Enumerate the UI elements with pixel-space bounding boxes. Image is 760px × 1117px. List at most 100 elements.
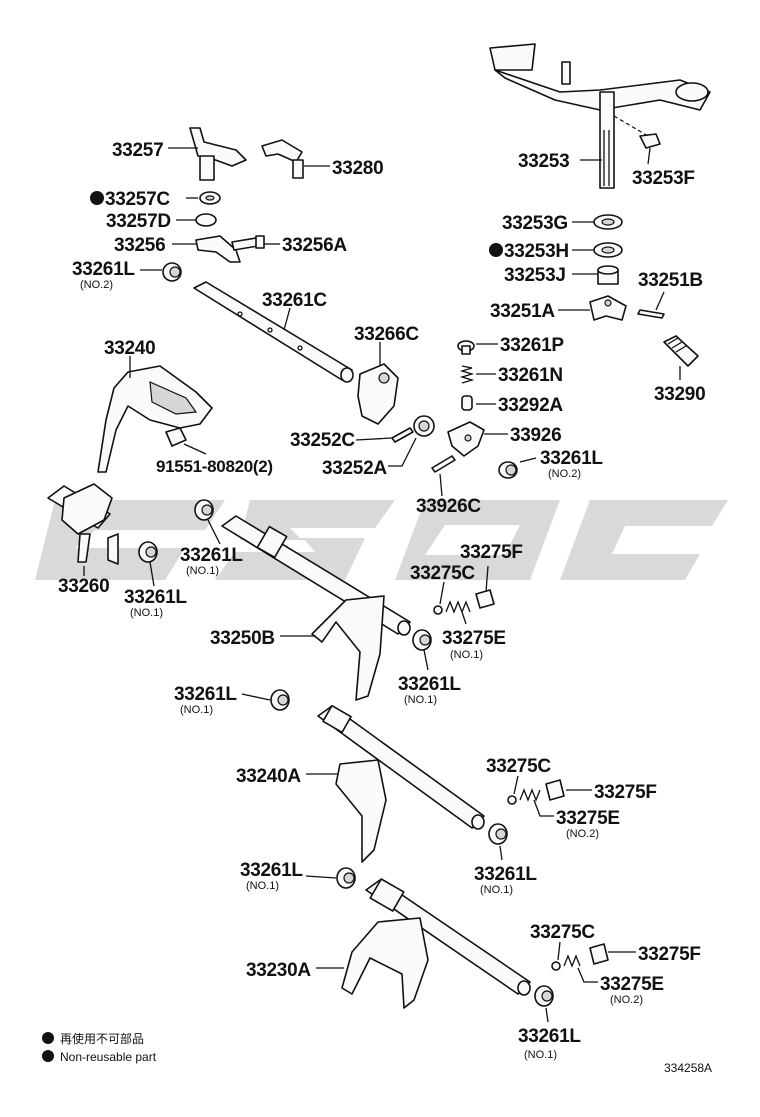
washer-33253G — [593, 214, 623, 230]
bracket-33240 — [97, 365, 213, 473]
label-33252A: 33252A — [322, 458, 387, 479]
label-33261L-no1-f: 33261L — [240, 860, 303, 881]
reference-number: 334258A — [664, 1061, 712, 1075]
part-labels: 33257 33280 33257C 33257D 33256 33256A 3… — [58, 140, 706, 1061]
lever-33256 — [195, 235, 241, 263]
legend-bullet-jp — [42, 1032, 54, 1044]
detent-33240A — [507, 779, 565, 805]
label-33266C: 33266C — [354, 324, 419, 345]
label-33257C: 33257C — [105, 189, 170, 210]
plug-33261P — [457, 340, 475, 355]
label-33256: 33256 — [114, 235, 165, 256]
label-33261L-no1-e: 33261L — [474, 864, 537, 885]
label-33253G: 33253G — [502, 213, 568, 234]
label-33257D: 33257D — [106, 211, 171, 232]
collar-33257D — [195, 213, 217, 227]
leader-lines — [83, 147, 681, 1023]
fork-33230A — [341, 878, 531, 1009]
bushing-33261L-no1-a — [194, 499, 214, 521]
sublabel-33275E-a: (NO.1) — [450, 649, 483, 661]
lever-33257 — [189, 127, 247, 181]
label-33240: 33240 — [104, 338, 155, 359]
spring-33261N — [459, 365, 475, 384]
bolt-91551-80820 — [165, 427, 187, 447]
label-33926: 33926 — [510, 425, 561, 446]
lever-33926 — [447, 421, 485, 457]
label-33253: 33253 — [518, 151, 569, 172]
washer-33257C — [199, 191, 221, 205]
label-33250B: 33250B — [210, 628, 275, 649]
label-33280: 33280 — [332, 158, 383, 179]
bushing-33261L-no1-f — [336, 867, 356, 889]
label-33253F: 33253F — [632, 168, 695, 189]
legend-text-jp: 再使用不可部品 — [60, 1031, 144, 1046]
watermark-logo — [35, 500, 728, 580]
detent-33250B — [433, 589, 495, 615]
bushing-33261L-no1-b — [138, 541, 158, 563]
detent-33230A — [551, 943, 609, 971]
label-33275F-c: 33275F — [638, 944, 701, 965]
sublabel-33261L-no1-g: (NO.1) — [524, 1049, 557, 1061]
non-reusable-mark-33253H — [489, 243, 503, 257]
lever-33251A — [589, 295, 627, 321]
label-33261C: 33261C — [262, 290, 327, 311]
label-33275E-b: 33275E — [556, 808, 620, 829]
label-91551-80820: 91551-80820(2) — [156, 457, 273, 476]
label-33261L-no1-g: 33261L — [518, 1026, 581, 1047]
legend: 再使用不可部品 Non-reusable part — [42, 1031, 157, 1064]
legend-text-en: Non-reusable part — [60, 1050, 157, 1064]
bushing-33261L-no1-g — [534, 985, 554, 1007]
bolt-33256A — [231, 235, 265, 251]
label-33292A: 33292A — [498, 395, 563, 416]
label-33252C: 33252C — [290, 430, 355, 451]
label-33261L-no1-c: 33261L — [398, 674, 461, 695]
label-33261L-no1-d: 33261L — [174, 684, 237, 705]
label-33253H: 33253H — [504, 241, 569, 262]
sublabel-33261L-no1-e: (NO.1) — [480, 884, 513, 896]
label-33261L-no1-a: 33261L — [180, 545, 243, 566]
label-33290: 33290 — [654, 384, 705, 405]
sublabel-33261L-no1-c: (NO.1) — [404, 694, 437, 706]
label-33257: 33257 — [112, 140, 163, 161]
label-33275C-c: 33275C — [530, 922, 595, 943]
label-33256A: 33256A — [282, 235, 347, 256]
lever-33280 — [261, 139, 304, 179]
label-33275E-c: 33275E — [600, 974, 664, 995]
clip-33253F — [613, 115, 661, 149]
label-33275E-a: 33275E — [442, 628, 506, 649]
sublabel-33261L-no1-a: (NO.1) — [186, 565, 219, 577]
washer-33253H — [593, 242, 623, 258]
label-33230A: 33230A — [246, 960, 311, 981]
bushing-33261L-no1-d — [270, 689, 290, 711]
shift-head-33260 — [47, 483, 119, 565]
non-reusable-mark-33257C — [90, 191, 104, 205]
bushing-33261L-no2-a — [162, 262, 182, 282]
pin-33251B — [637, 309, 665, 319]
bushing-33261L-no1-e — [488, 823, 508, 845]
label-33251B: 33251B — [638, 270, 703, 291]
sublabel-33261L-no1-b: (NO.1) — [130, 607, 163, 619]
sublabel-33261L-no2-a: (NO.2) — [80, 279, 113, 291]
label-33275F-b: 33275F — [594, 782, 657, 803]
label-33261N: 33261N — [498, 365, 563, 386]
plug-33290 — [663, 335, 699, 367]
bushing-33261L-no1-c — [412, 629, 432, 651]
pin-33252C — [391, 427, 414, 443]
label-33261L-no2-b: 33261L — [540, 448, 603, 469]
label-33261P: 33261P — [500, 335, 564, 356]
shaft-33261C — [193, 281, 354, 383]
label-33275C-b: 33275C — [486, 756, 551, 777]
head-33266C — [357, 363, 399, 425]
label-33275C-a: 33275C — [410, 563, 475, 584]
shift-lever-33253 — [489, 43, 711, 189]
bushing-33261L-no2-b — [498, 461, 518, 479]
pin-33926C — [431, 455, 456, 473]
fork-33250B — [221, 515, 411, 701]
sublabel-33275E-b: (NO.2) — [566, 828, 599, 840]
sleeve-33252A — [413, 415, 435, 437]
label-33275F-a: 33275F — [460, 542, 523, 563]
label-33251A: 33251A — [490, 301, 555, 322]
sublabel-33275E-c: (NO.2) — [610, 994, 643, 1006]
